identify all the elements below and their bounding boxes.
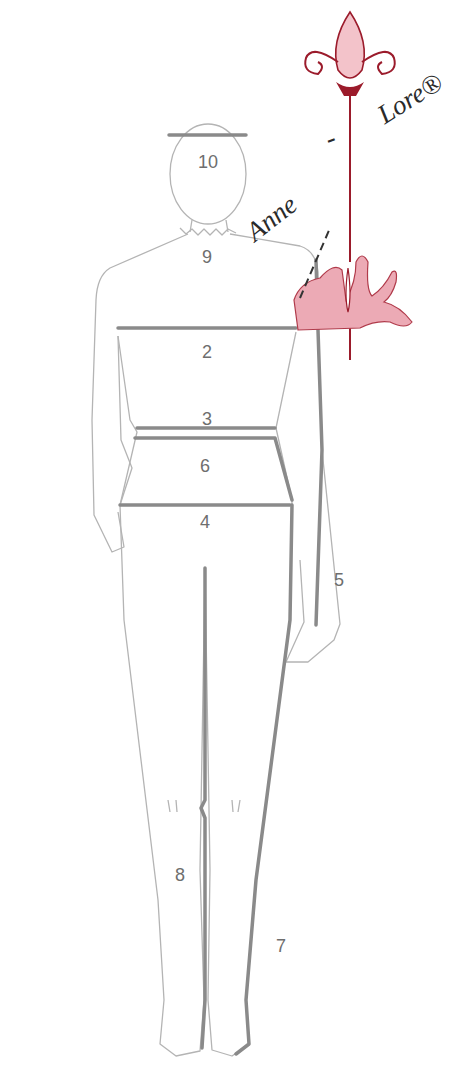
measurement-lines [118, 135, 322, 1054]
body-outline [92, 124, 340, 1056]
callout-number: 6 [200, 457, 210, 475]
logo-text: Lore® [373, 68, 447, 128]
callout-number: 4 [200, 513, 210, 531]
callout-number: 2 [202, 343, 212, 361]
callout-number: 3 [202, 410, 212, 428]
callout-number: 10 [198, 153, 218, 171]
logo-text: - [321, 124, 339, 152]
callout-number: 7 [276, 937, 286, 955]
logo-emblem [294, 12, 412, 360]
callout-number: 8 [175, 866, 185, 884]
logo-text: Anne [242, 190, 302, 245]
callout-number: 5 [334, 571, 344, 589]
callout-number: 9 [202, 248, 212, 266]
